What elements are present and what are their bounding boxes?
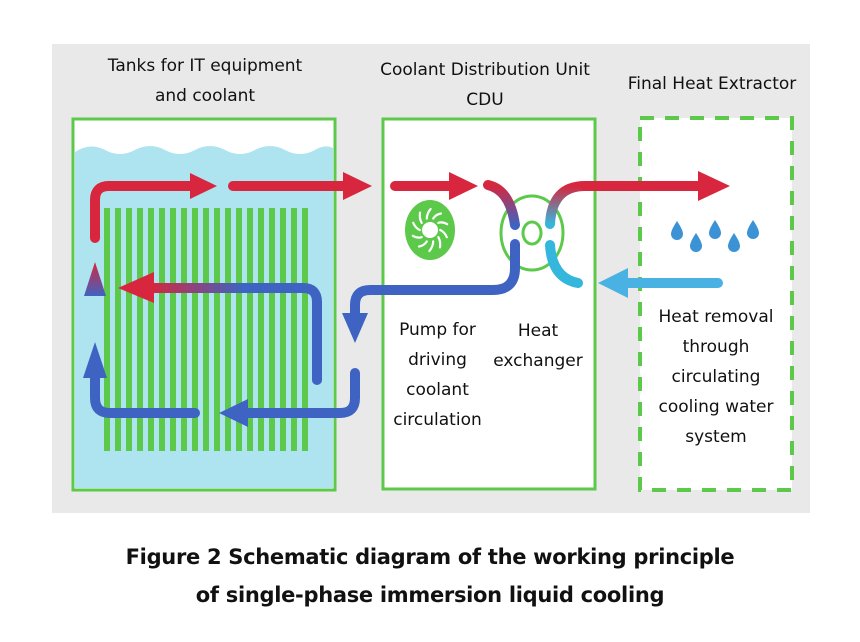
server-fin xyxy=(148,208,154,451)
server-fin xyxy=(137,208,143,451)
arrow-head-right xyxy=(698,171,730,201)
server-fin xyxy=(126,208,132,451)
hot-coolant-flow xyxy=(90,171,730,243)
server-fin xyxy=(159,208,165,451)
internal-loop-segment xyxy=(145,283,322,385)
exchanger-cold-curve xyxy=(545,240,583,288)
arrow-head-right xyxy=(449,172,478,200)
heat-exchanger-icon xyxy=(499,194,565,272)
fan-blade xyxy=(417,240,428,248)
fan-blade xyxy=(418,211,423,224)
fan-blade xyxy=(428,240,435,253)
cool-coolant-return-flow xyxy=(83,239,520,427)
fan-pump-icon xyxy=(405,200,455,260)
arrow-head-right xyxy=(190,173,217,199)
server-fin xyxy=(247,208,253,451)
server-fin xyxy=(203,208,209,451)
arrow-head-left xyxy=(118,272,154,303)
server-fin xyxy=(115,208,121,451)
it-equipment-tank xyxy=(71,117,337,492)
fan-blade xyxy=(412,221,421,232)
server-fin xyxy=(236,208,242,451)
server-fin xyxy=(291,208,297,451)
fan-blade xyxy=(411,234,423,239)
fan-blade xyxy=(439,228,448,239)
fan-blade xyxy=(432,212,443,220)
exchanger-label: Heat exchanger xyxy=(493,321,583,371)
return-flow-segment xyxy=(90,370,200,418)
extractor-description: Heat removal through circulating cooling… xyxy=(658,307,774,447)
water-drops-icon xyxy=(671,220,759,252)
server-fin xyxy=(258,208,264,451)
server-fin xyxy=(181,208,187,451)
extractor-title: Final Heat Extractor xyxy=(627,74,797,94)
server-fin xyxy=(280,208,286,451)
server-fin xyxy=(192,208,198,451)
hot-flow-segment xyxy=(90,181,198,243)
arrow-head-left xyxy=(598,268,628,298)
cdu-title: Coolant Distribution Unit CDU xyxy=(380,60,590,110)
server-fin xyxy=(302,208,308,451)
figure-caption: Figure 2 Schematic diagram of the workin… xyxy=(125,545,735,607)
arrow-head-down xyxy=(342,313,368,343)
arrow-head-left xyxy=(219,399,248,427)
server-fin xyxy=(225,208,231,451)
fan-blade xyxy=(425,207,432,220)
arrow-head-up xyxy=(83,342,107,378)
server-fin xyxy=(170,208,176,451)
arrow-head-up xyxy=(84,262,106,296)
server-fin xyxy=(269,208,275,451)
arrow-head-right xyxy=(343,172,372,200)
server-fins-icon xyxy=(104,208,308,451)
return-flow-segment xyxy=(350,239,520,322)
fan-blade xyxy=(437,236,442,249)
server-fin xyxy=(104,208,110,451)
server-fin xyxy=(214,208,220,451)
cold-water-flow xyxy=(545,240,723,298)
tank-title: Tanks for IT equipment and coolant xyxy=(107,56,303,106)
fan-blade xyxy=(437,221,449,226)
exchanger-inlet-curve xyxy=(483,180,520,230)
pump-label: Pump for driving coolant circulation xyxy=(393,320,482,430)
return-flow-segment xyxy=(239,368,360,418)
